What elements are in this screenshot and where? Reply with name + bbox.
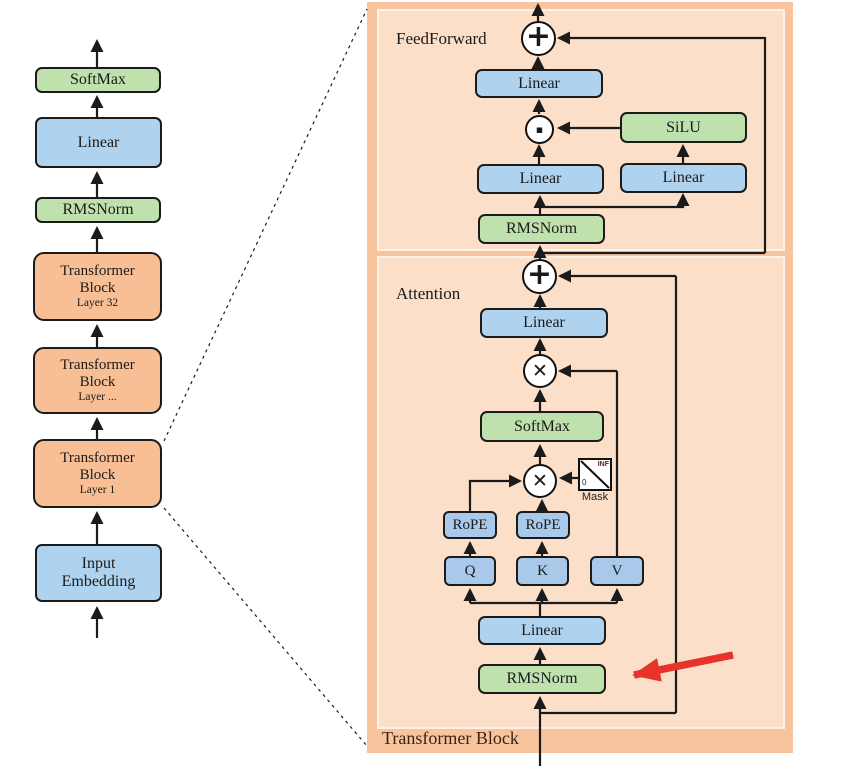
att-v-label: V: [611, 562, 623, 579]
left-rmsnorm-box: RMSNorm: [35, 197, 161, 223]
attention-section-label: Attention: [396, 284, 461, 303]
att-rope-k-box: RoPE: [516, 511, 570, 539]
left-rmsnorm-label: RMSNorm: [62, 201, 134, 219]
att-linear-in-box: Linear: [478, 616, 606, 645]
mask-inf-label: INF: [597, 461, 609, 468]
att-rope-q-box: RoPE: [443, 511, 497, 539]
left-softmax-label: SoftMax: [70, 71, 126, 89]
mask-icon: INF 0: [578, 458, 612, 491]
mask-label: Mask: [581, 491, 609, 503]
transformer-block-layer32-box: Transformer Block Layer 32: [33, 252, 162, 321]
block-layer-label: Layer ...: [78, 391, 117, 404]
block-title: Transformer Block: [60, 450, 135, 483]
transformer-block-panel-label: Transformer Block: [382, 728, 519, 748]
transformer-block-layer-mid-box: Transformer Block Layer ...: [33, 347, 162, 414]
ff-linear-up-box: Linear: [620, 163, 747, 193]
att-softmax-box: SoftMax: [480, 411, 604, 442]
input-embedding-label: Input Embedding: [61, 555, 136, 590]
att-q-label: Q: [464, 562, 476, 579]
ff-silu-box: SiLU: [620, 112, 747, 143]
att-linear-out-label: Linear: [523, 314, 565, 332]
block-layer-label: Layer 1: [79, 484, 116, 497]
transformer-block-layer1-box: Transformer Block Layer 1: [33, 439, 162, 508]
ff-linear-gate-box: Linear: [477, 164, 604, 194]
att-matmul-v-icon: ✕: [523, 354, 557, 388]
block-layer-label: Layer 32: [76, 297, 119, 310]
att-add-icon: +: [522, 257, 557, 294]
ff-linear-up-label: Linear: [662, 169, 705, 187]
att-k-box: K: [516, 556, 569, 586]
mask-zero-label: 0: [582, 478, 587, 487]
att-rmsnorm-label: RMSNorm: [506, 670, 578, 688]
ff-elementwise-product-icon: ▪: [525, 115, 554, 144]
left-softmax-box: SoftMax: [35, 67, 161, 93]
block-title: Transformer Block: [60, 263, 135, 296]
block-title: Transformer Block: [60, 357, 135, 390]
ff-linear-gate-label: Linear: [519, 170, 562, 188]
att-rmsnorm-box: RMSNorm: [478, 664, 606, 694]
ff-rmsnorm-box: RMSNorm: [478, 214, 605, 244]
att-v-box: V: [590, 556, 644, 586]
att-matmul-qk-icon: ✕: [523, 464, 557, 498]
ff-linear-out-box: Linear: [475, 69, 603, 98]
att-linear-out-box: Linear: [480, 308, 608, 338]
ff-rmsnorm-label: RMSNorm: [505, 220, 578, 238]
att-rope-k-label: RoPE: [525, 516, 561, 533]
ff-add-icon: +: [521, 19, 556, 56]
left-linear-label: Linear: [77, 133, 120, 151]
att-linear-in-label: Linear: [521, 621, 563, 639]
left-linear-box: Linear: [35, 117, 162, 168]
att-q-box: Q: [444, 556, 496, 586]
ff-linear-out-label: Linear: [518, 74, 560, 92]
att-k-label: K: [537, 562, 548, 579]
ff-silu-label: SiLU: [666, 118, 701, 136]
input-embedding-box: Input Embedding: [35, 544, 162, 602]
feedforward-section-label: FeedForward: [396, 29, 487, 48]
att-softmax-label: SoftMax: [514, 417, 570, 435]
att-rope-q-label: RoPE: [452, 516, 488, 533]
